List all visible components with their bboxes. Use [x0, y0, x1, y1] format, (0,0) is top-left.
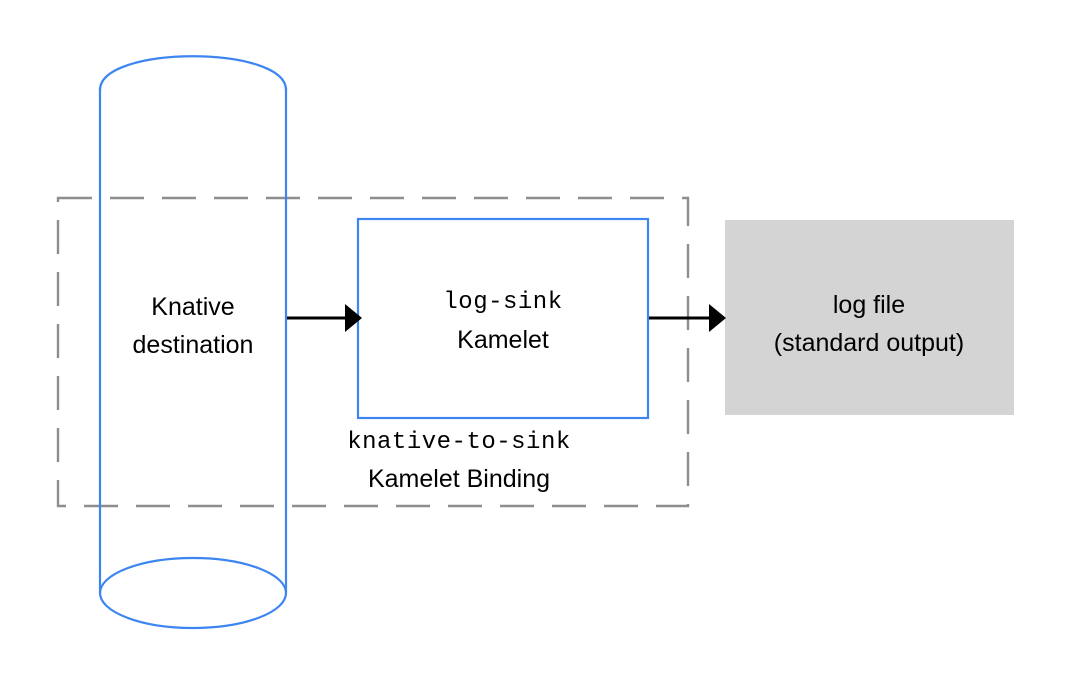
- log-file-sink-box: [725, 220, 1014, 415]
- source-label-line1: Knative: [151, 293, 234, 321]
- sink-label-line2: (standard output): [774, 329, 964, 357]
- arrow-source-to-kamelet: [287, 304, 362, 332]
- kamelet-binding-boundary: [56, 196, 690, 508]
- cylinder-bottom-ellipse: [98, 556, 288, 630]
- arrow-head: [345, 304, 362, 332]
- arrow-head: [709, 304, 726, 332]
- kamelet-name-label: log-sink: [443, 289, 562, 316]
- arrow-kamelet-to-sink: [649, 304, 726, 332]
- cylinder-top-arc: [98, 55, 288, 91]
- binding-type-label: Kamelet Binding: [368, 465, 550, 493]
- source-label-line2: destination: [133, 331, 254, 359]
- kamelet-type-label: Kamelet: [457, 326, 549, 354]
- log-sink-kamelet-box: [356, 217, 650, 420]
- binding-name-label: knative-to-sink: [347, 429, 571, 456]
- sink-label-line1: log file: [833, 291, 905, 319]
- knative-destination-cylinder: [98, 55, 288, 630]
